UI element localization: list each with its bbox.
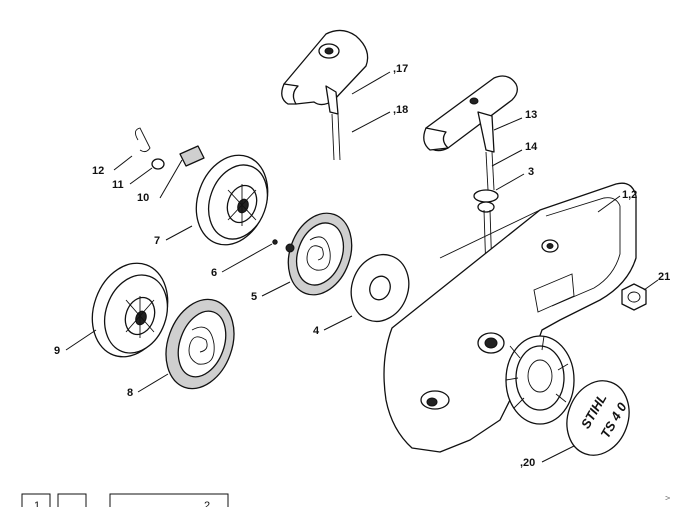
callout-12: 12 [92, 165, 104, 177]
callout-17: ,17 [393, 63, 408, 75]
callout-8: 8 [127, 387, 133, 399]
callout-7: 7 [154, 235, 160, 247]
callout-6: 6 [211, 267, 217, 279]
logo-cover-20: STIHL TS 4 0 [566, 380, 630, 456]
pawl-10 [179, 145, 205, 167]
rewind-spring-5 [272, 212, 353, 296]
callout-1-2: 1,2 [622, 189, 637, 201]
callout-3: 3 [528, 166, 534, 178]
starter-grip-17 [281, 29, 369, 161]
rewind-spring-8 [165, 298, 235, 390]
leader-lines [65, 71, 659, 463]
callout-9: 9 [54, 345, 60, 357]
callout-13: 13 [525, 109, 537, 121]
drawing-code: V [666, 496, 672, 500]
callout-labels: ,17 ,18 13 14 3 1,2 12 11 10 7 6 5 21 4 … [54, 63, 670, 469]
callout-14: 14 [525, 141, 538, 153]
callout-5: 5 [251, 291, 257, 303]
fan-housing [383, 182, 637, 453]
washer-4 [350, 253, 410, 323]
callout-4: 4 [313, 325, 320, 337]
spring-clip-12 [135, 127, 151, 153]
footer-box-1-text: 1 [34, 500, 40, 507]
spring-ring-11 [151, 158, 165, 170]
callout-11: 11 [112, 179, 124, 191]
callout-10: 10 [137, 192, 149, 204]
hex-nut-21 [621, 283, 647, 311]
footer-boxes: 1 2 [21, 493, 229, 507]
callout-20: ,20 [520, 457, 535, 469]
rope-rotor-9 [91, 262, 169, 358]
footer-box-3-text: 2 [204, 500, 210, 507]
starter-grip-13 [423, 75, 518, 213]
callout-18: ,18 [393, 104, 408, 116]
callout-21: 21 [658, 271, 670, 283]
rope-rotor-7 [195, 154, 269, 246]
